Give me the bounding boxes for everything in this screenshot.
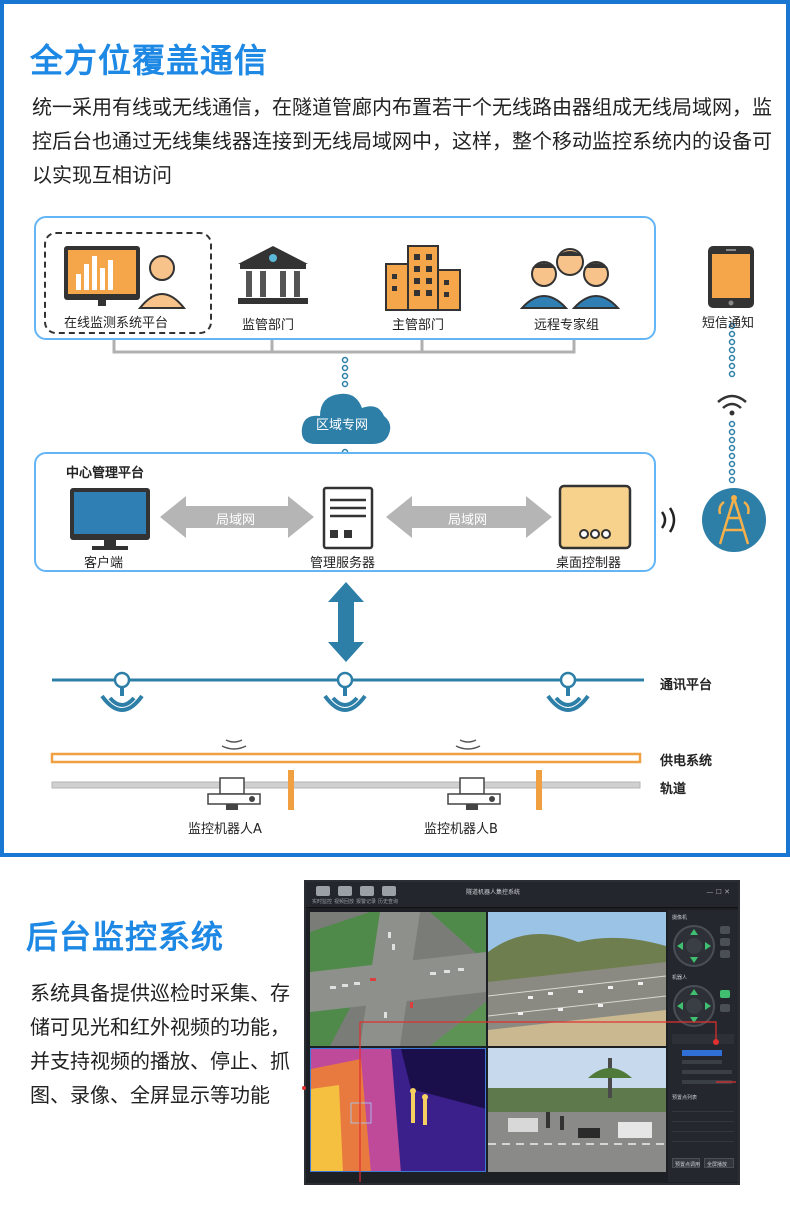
lan-arrow-right [386, 496, 552, 538]
robot-go-button[interactable] [720, 1004, 730, 1012]
fullscreen-button[interactable]: 全屏播放 [704, 1158, 734, 1168]
preset-toolbar [672, 1034, 734, 1044]
callout-lines [359, 1021, 736, 1182]
section-description: 统一采用有线或无线通信，在隧道管廊内布置若干个无线路由器组成无线局域网，监控后台… [32, 95, 772, 187]
software-window-title: 隧道机器人集控系统 [466, 889, 521, 896]
toolbar-icon-history[interactable] [382, 886, 396, 896]
section-title-backend: 后台监控系统 [26, 918, 225, 956]
power-system-label: 供电系统 [660, 754, 713, 769]
control-side-panel: 摄像机 机器人 预置点列表 [668, 910, 738, 1182]
regional-network-label: 区域专网 [316, 418, 369, 433]
comm-platform-label: 通讯平台 [660, 678, 713, 693]
robot-move-control[interactable] [672, 984, 716, 1028]
robot-a-icon [207, 777, 261, 810]
preset-call-label: 预置点调用 [675, 1162, 701, 1168]
section-description-backend: 系统具备提供巡检时采集、存储可见光和红外视频的功能，并支持视频的播放、停止、抓图… [30, 981, 290, 1107]
robot-stop-button[interactable] [720, 990, 730, 998]
zoom-in-button[interactable] [720, 926, 730, 934]
coverage-panel: 全方位覆盖通信 统一采用有线或无线通信，在隧道管廊内布置若干个无线路由器组成无线… [0, 0, 790, 857]
software-toolbar: 实时监控 视频回放 报警记录 历史查询 隧道机器人集控系统 — ☐ ✕ [306, 882, 738, 908]
online-platform-label: 在线监测系统平台 [64, 316, 169, 331]
focus-button[interactable] [720, 950, 730, 958]
lan-arrow-left [160, 496, 314, 538]
preset-row-2[interactable] [682, 1060, 722, 1064]
preset-selected-row[interactable] [682, 1050, 722, 1056]
preset-item[interactable] [672, 1106, 734, 1112]
preset-row-4[interactable] [682, 1080, 732, 1084]
video-feed-infrared[interactable] [310, 1048, 486, 1172]
sms-notify-label: 短信通知 [702, 316, 755, 331]
camera-label: 摄像机 [672, 915, 688, 921]
section-title: 全方位覆盖通信 [30, 41, 268, 80]
cloud-icon [301, 393, 391, 444]
fullscreen-label: 全屏播放 [707, 1162, 728, 1168]
lan-label-right: 局域网 [448, 513, 488, 528]
video-feed-highway[interactable] [488, 912, 666, 1046]
toolbar-label-realtime: 实时监控 [312, 899, 333, 905]
robot-b-label: 监控机器人B [424, 822, 498, 837]
lan-label-left: 局域网 [216, 513, 256, 528]
government-building-icon [238, 246, 308, 304]
communication-line [50, 671, 644, 810]
preset-item[interactable] [672, 1116, 734, 1122]
video-feed-street[interactable] [488, 1048, 666, 1172]
supervision-dept-label: 监管部门 [242, 318, 295, 333]
expert-group-icon [520, 248, 620, 309]
preset-call-button[interactable]: 预置点调用 [672, 1158, 700, 1168]
camera-ptz-control[interactable] [672, 924, 716, 968]
office-building-icon [385, 245, 461, 311]
controller-label: 桌面控制器 [556, 556, 622, 571]
competent-dept-label: 主管部门 [392, 318, 445, 333]
track-label: 轨道 [660, 782, 687, 797]
monitoring-software-screenshot: 实时监控 视频回放 报警记录 历史查询 隧道机器人集控系统 — ☐ ✕ [304, 880, 740, 1185]
preset-row-3[interactable] [682, 1070, 732, 1074]
toolbar-icon-realtime[interactable] [316, 886, 330, 896]
preset-item[interactable] [672, 1126, 734, 1132]
toolbar-icon-playback[interactable] [338, 886, 352, 896]
desktop-controller-icon [558, 484, 632, 550]
client-monitor-icon [70, 488, 150, 550]
center-platform-title: 中心管理平台 [66, 466, 145, 481]
monitor-user-icon [64, 246, 187, 309]
toolbar-label-playback: 视频回放 [334, 899, 355, 905]
video-feed-intersection[interactable] [310, 912, 486, 1046]
online-platform-highlight [44, 232, 212, 334]
wireless-tower-icon [660, 488, 766, 552]
preset-list [672, 1104, 734, 1148]
callout-marker-left [302, 1086, 306, 1090]
preset-list-label: 预置点列表 [672, 1095, 698, 1101]
toolbar-label-history: 历史查询 [378, 899, 399, 905]
robot-b-icon [447, 777, 501, 810]
robot-a-label: 监控机器人A [188, 822, 262, 837]
expert-group-label: 远程专家组 [534, 318, 600, 333]
window-controls[interactable]: — ☐ ✕ [706, 888, 730, 896]
toolbar-label-alarm: 报警记录 [356, 899, 377, 905]
zoom-out-button[interactable] [720, 938, 730, 946]
vertical-double-arrow [328, 582, 364, 662]
robot-control-label: 机器人 [672, 975, 688, 981]
server-label: 管理服务器 [310, 556, 376, 571]
toolbar-icon-alarm[interactable] [360, 886, 374, 896]
preset-item[interactable] [672, 1136, 734, 1142]
phone-icon [708, 246, 754, 308]
client-label: 客户端 [84, 556, 124, 571]
server-icon [322, 486, 374, 550]
